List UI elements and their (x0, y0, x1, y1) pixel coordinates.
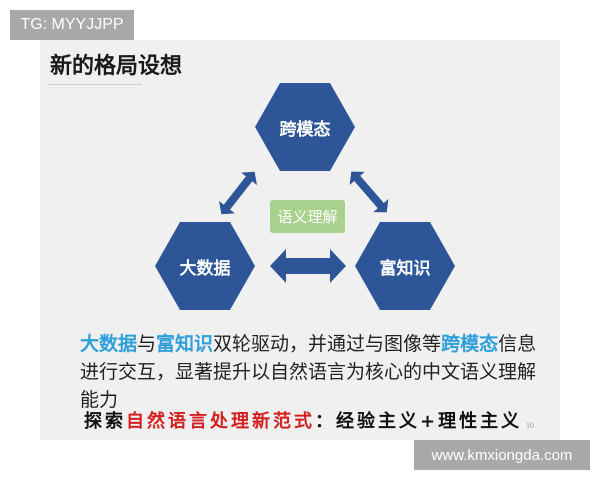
motto-emphasis: 自然语言处理新范式 (126, 411, 315, 432)
title-underline (48, 84, 142, 85)
body-text-segment: 信息进行交互，显著提升以自然语言为核心的中文语义理解能力 (80, 333, 537, 411)
page-number: 10 (526, 421, 534, 430)
motto-prefix: 探索 (84, 411, 126, 432)
body-paragraph: 大数据与富知识双轮驱动，并通过与图像等跨模态信息进行交互，显著提升以自然语言为核… (80, 330, 550, 414)
body-text-segment: 与 (137, 333, 157, 355)
motto-suffix: ：经验主义+理性主义 (315, 411, 523, 432)
highlight-term: 跨模态 (441, 333, 499, 355)
motto-line: 探索自然语言处理新范式：经验主义+理性主义 (84, 407, 522, 433)
hexagon-label: 跨模态 (279, 119, 331, 140)
hexagon-label: 富知识 (379, 258, 431, 279)
highlight-term: 大数据 (80, 333, 138, 355)
highlight-term: 富知识 (156, 333, 214, 355)
hexagon-label: 大数据 (179, 258, 231, 279)
tag-badge: TG: MYYJJPP (10, 10, 134, 40)
semantic-understanding-box: 语义理解 (270, 200, 345, 233)
watermark: www.kmxiongda.com (414, 440, 590, 470)
slide-title: 新的格局设想 (50, 54, 183, 79)
body-text-segment: 双轮驱动，并通过与图像等 (213, 333, 442, 355)
